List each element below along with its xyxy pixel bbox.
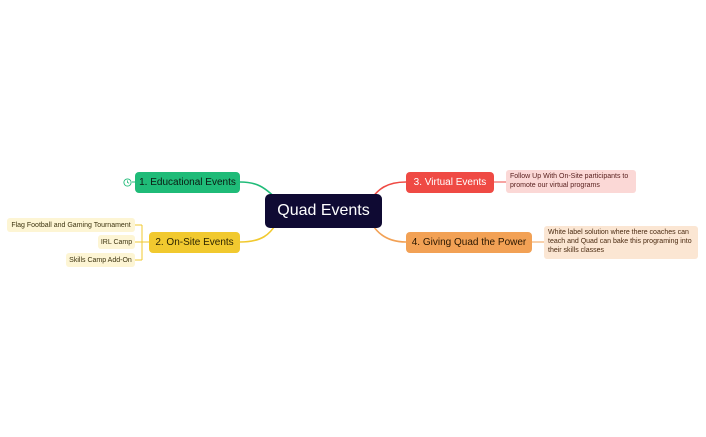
topic-educational-events[interactable]: 1. Educational Events [135,172,240,193]
link-onsite-children [135,224,149,261]
topic-on-site-events[interactable]: 2. On-Site Events [149,232,240,253]
note-virtual-events[interactable]: Follow Up With On-Site participants to p… [506,170,636,193]
subtopic-skills-camp[interactable]: Skills Camp Add-On [66,253,135,267]
subtopic-irl-camp[interactable]: IRL Camp [98,235,135,249]
clock-icon[interactable] [123,178,132,187]
topic-virtual-events[interactable]: 3. Virtual Events [406,172,494,193]
subtopic-flag-football[interactable]: Flag Football and Gaming Tournament [7,218,135,232]
central-topic[interactable]: Quad Events [265,194,382,228]
note-giving-quad-the-power[interactable]: White label solution where there coaches… [544,226,698,259]
topic-giving-quad-the-power[interactable]: 4. Giving Quad the Power [406,232,532,253]
